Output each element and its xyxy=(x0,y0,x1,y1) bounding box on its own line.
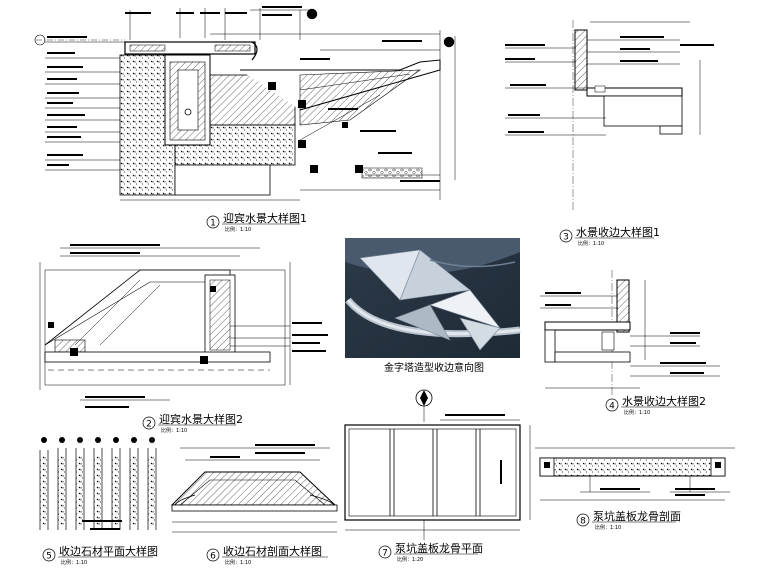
detail-5-title: 收边石材平面大样图 xyxy=(59,544,158,558)
detail-4-number: 4 xyxy=(609,402,615,412)
detail-7-scale: 比例：1:20 xyxy=(397,556,423,563)
detail-2-scale: 比例：1:10 xyxy=(161,427,187,434)
detail-7-drawing xyxy=(344,389,531,540)
detail-6-number-circle xyxy=(206,548,220,562)
detail-8-number: 8 xyxy=(580,517,586,527)
detail-7-number: 7 xyxy=(382,549,388,559)
detail-4-title: 水景收边大样图2 xyxy=(622,394,706,408)
detail-5-drawing xyxy=(39,437,157,530)
detail-3-number: 3 xyxy=(563,233,569,243)
detail-4-drawing xyxy=(540,270,720,395)
photo-caption: 金字塔造型收边意向图 xyxy=(384,361,484,374)
detail-1-title: 迎宾水景大样图1 xyxy=(223,211,307,225)
reference-photo xyxy=(345,238,521,358)
detail-2-title: 迎宾水景大样图2 xyxy=(159,412,243,426)
detail-8-drawing xyxy=(535,447,735,501)
detail-6-number: 6 xyxy=(210,552,216,562)
detail-8-title: 泵坑盖板龙骨剖面 xyxy=(593,509,681,523)
detail-1-scale: 比例：1:10 xyxy=(225,226,251,233)
detail-6-title: 收边石材剖面大样图 xyxy=(223,544,322,558)
detail-2-number-circle xyxy=(142,416,156,430)
detail-5-number: 5 xyxy=(46,552,52,562)
detail-1-drawing xyxy=(34,6,456,201)
detail-4-scale: 比例：1:10 xyxy=(624,409,650,416)
detail-8-number-circle xyxy=(576,513,590,527)
detail-1-number-circle xyxy=(206,215,220,229)
detail-6-scale: 比例：1:10 xyxy=(225,559,251,566)
detail-1-number: 1 xyxy=(210,219,216,229)
detail-2-number: 2 xyxy=(146,420,152,430)
detail-5-scale: 比例：1:10 xyxy=(61,559,87,566)
detail-5-number-circle xyxy=(42,548,56,562)
detail-2-drawing xyxy=(39,244,328,408)
detail-3-title: 水景收边大样图1 xyxy=(576,225,660,239)
detail-7-number-circle xyxy=(378,545,392,559)
detail-3-scale: 比例：1:10 xyxy=(578,240,604,247)
detail-3-number-circle xyxy=(559,229,573,243)
detail-8-scale: 比例：1:10 xyxy=(595,524,621,531)
detail-4-number-circle xyxy=(605,398,619,412)
detail-6-drawing xyxy=(170,444,338,533)
detail-7-title: 泵坑盖板龙骨平面 xyxy=(395,541,483,555)
detail-3-drawing xyxy=(505,20,714,210)
